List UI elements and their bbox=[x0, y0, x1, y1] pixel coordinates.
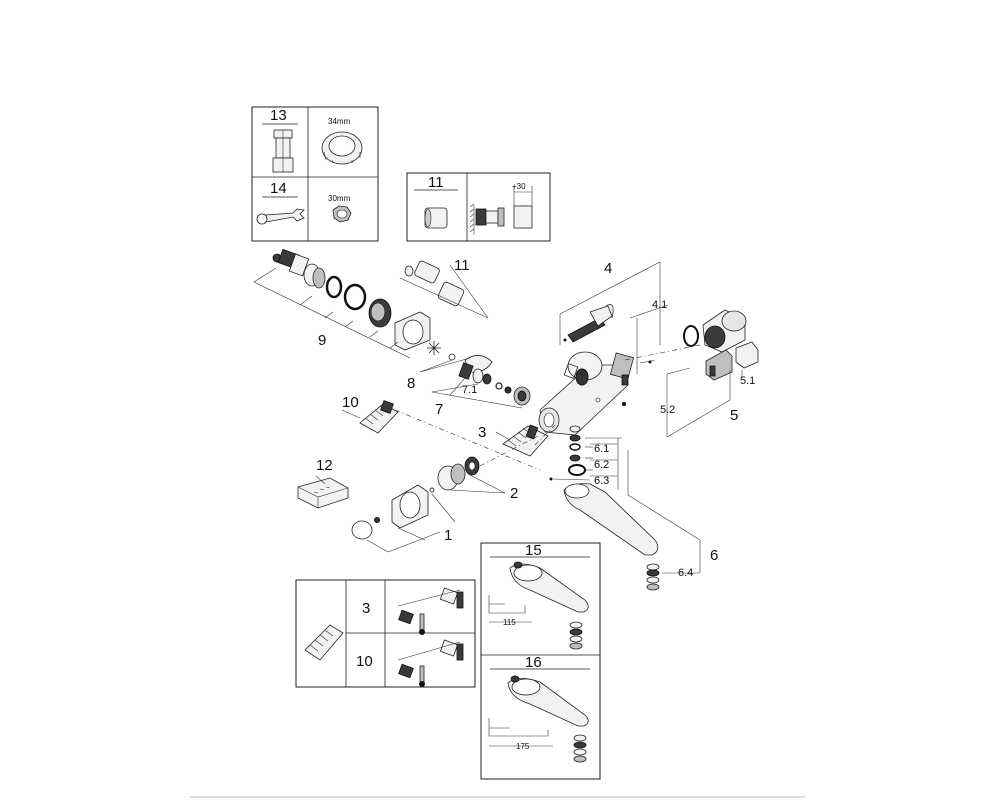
label-7: 7 bbox=[435, 401, 443, 418]
inset-14-number: 14 bbox=[270, 180, 287, 197]
nut-30mm-icon bbox=[332, 205, 352, 223]
wall-extension-icon: +30 bbox=[469, 182, 533, 235]
inset-13-number: 13 bbox=[270, 107, 287, 124]
inset-13-14: 13 14 34mm 30mm bbox=[251, 106, 379, 242]
inset-15-dimension: 115 bbox=[503, 618, 516, 627]
thermo-element-icon bbox=[567, 317, 606, 343]
cartridge-tool-icon bbox=[272, 129, 294, 173]
label-9: 9 bbox=[318, 332, 326, 349]
label-6-1: 6.1 bbox=[594, 443, 609, 455]
o-ring-5-icon bbox=[683, 325, 699, 347]
table-row-10-label: 10 bbox=[356, 653, 373, 670]
label-11: 11 bbox=[454, 257, 470, 274]
ring-wrench-34mm-icon bbox=[321, 131, 363, 165]
washer-6-1-icon bbox=[569, 425, 581, 433]
cover-sleeve-icon bbox=[391, 484, 429, 529]
stop-ring-icon bbox=[705, 349, 733, 381]
spout-icon bbox=[563, 483, 659, 556]
inset-13-size: 34mm bbox=[328, 117, 351, 126]
o-ring-1-icon bbox=[325, 275, 343, 299]
temperature-handle-icon bbox=[702, 309, 747, 353]
extension-piece-icon bbox=[414, 260, 440, 284]
inset-16-dimension: 175 bbox=[516, 742, 530, 751]
valve-cartridge-icon bbox=[304, 624, 344, 661]
thermostatic-cartridge-icon bbox=[272, 248, 310, 277]
label-6-2: 6.2 bbox=[594, 459, 609, 471]
label-4-1: 4.1 bbox=[652, 299, 667, 311]
label-7-1: 7.1 bbox=[462, 384, 477, 396]
label-6-4: 6.4 bbox=[678, 567, 693, 579]
parts-group-1: 1 bbox=[351, 484, 456, 553]
parts-group-12: 12 bbox=[297, 457, 349, 509]
adapter-ring-icon bbox=[303, 263, 326, 289]
o-ring-2-icon bbox=[343, 283, 367, 311]
parts-group-4: 4 4.1 bbox=[559, 260, 669, 374]
check-valve-row-10-icon bbox=[397, 639, 464, 687]
inset-3-10-table: 3 10 bbox=[295, 579, 476, 688]
label-5-1: 5.1 bbox=[740, 375, 755, 387]
extension-sleeve-icon bbox=[424, 207, 448, 229]
inset-15-number: 15 bbox=[525, 542, 542, 559]
label-4: 4 bbox=[604, 260, 612, 277]
parts-group-2: 2 bbox=[437, 434, 541, 502]
nut-icon bbox=[368, 298, 392, 328]
label-8: 8 bbox=[407, 375, 415, 392]
spindle-icon bbox=[458, 362, 474, 380]
spanner-icon bbox=[256, 208, 305, 225]
label-6: 6 bbox=[710, 547, 718, 564]
inset-11-offset: +30 bbox=[512, 182, 526, 191]
parts-group-6: 6.1 6.2 6.3 6.4 6 bbox=[549, 425, 718, 591]
inset-16-number: 16 bbox=[525, 654, 542, 671]
star-clip-icon bbox=[427, 341, 441, 355]
label-10: 10 bbox=[342, 394, 359, 411]
inset-11-number: 11 bbox=[428, 174, 444, 191]
check-valve-row-3-icon bbox=[397, 587, 464, 635]
table-row-3-label: 3 bbox=[362, 600, 370, 617]
eccentric-connector-icon bbox=[437, 463, 466, 491]
label-1: 1 bbox=[444, 527, 452, 544]
inset-15-16: 15 16 115 175 bbox=[480, 542, 601, 780]
extension-sleeve-icon bbox=[437, 281, 465, 307]
cleaning-sponge-icon bbox=[297, 477, 349, 509]
parts-group-7: 7.1 7 bbox=[431, 362, 531, 418]
cap-icon bbox=[735, 341, 759, 369]
parts-group-5: 5.1 5.2 5 bbox=[624, 309, 759, 438]
label-6-3: 6.3 bbox=[594, 475, 609, 487]
inset-14-size: 30mm bbox=[328, 194, 351, 203]
parts-group-9: 9 bbox=[253, 248, 441, 359]
label-2: 2 bbox=[510, 485, 518, 502]
aerator-stack-icon bbox=[646, 563, 660, 591]
inset-11: 11 +30 bbox=[406, 172, 551, 242]
short-spout-icon: 115 bbox=[488, 561, 589, 650]
cap-nut-icon bbox=[513, 386, 531, 406]
label-5-2: 5.2 bbox=[660, 404, 675, 416]
sleeve-icon bbox=[394, 311, 431, 351]
long-spout-icon: 175 bbox=[488, 675, 589, 763]
label-5: 5 bbox=[730, 407, 738, 424]
label-12: 12 bbox=[316, 457, 333, 474]
parts-group-10: 10 bbox=[341, 394, 541, 471]
label-3: 3 bbox=[478, 424, 486, 441]
cover-cap-icon bbox=[351, 520, 373, 540]
washer-icon bbox=[404, 265, 414, 277]
mixer-body bbox=[538, 351, 635, 436]
parts-group-11: 11 bbox=[399, 257, 489, 319]
